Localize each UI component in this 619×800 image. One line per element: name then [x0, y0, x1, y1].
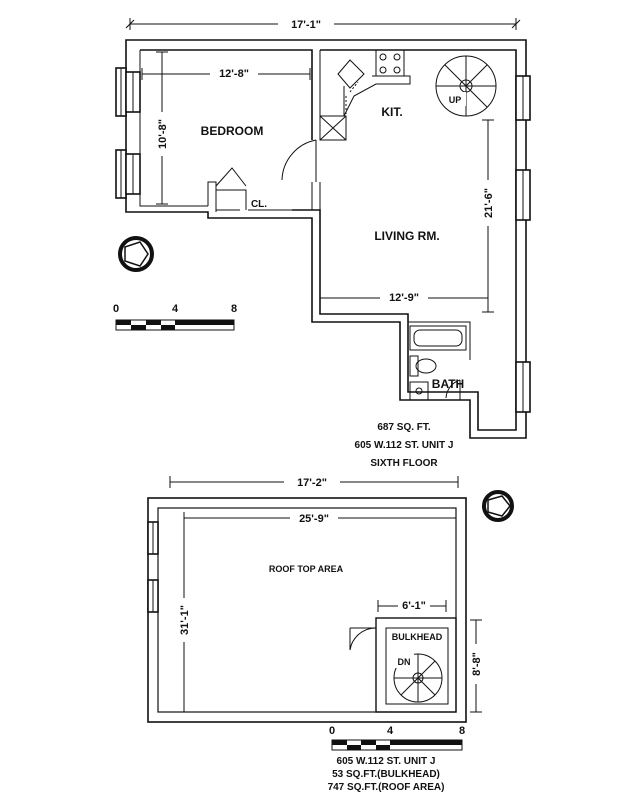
scale-bar-roof: 0 4 8 — [329, 725, 465, 751]
upper-address-text: 605 W.112 ST. UNIT J — [355, 440, 454, 451]
roof-top-area-label: ROOF TOP AREA — [269, 564, 344, 574]
scale-roof-4: 4 — [387, 725, 394, 737]
sixth-floor-plan: 17'-1" — [113, 16, 531, 469]
scale-upper-4: 4 — [172, 303, 179, 315]
bulkhead: BULKHEAD — [349, 617, 457, 713]
stove — [375, 49, 405, 77]
scale-bar-upper: 0 4 8 — [113, 303, 237, 331]
living-depth-label: 21'-6" — [483, 188, 495, 218]
bedroom-door — [281, 139, 317, 182]
stair-down-label: DN — [398, 657, 411, 667]
bath-window — [515, 361, 531, 413]
living-room-label: LIVING RM. — [374, 229, 439, 243]
bulkhead-width-dimension: 6'-1" — [377, 598, 447, 612]
bulkhead-label: BULKHEAD — [392, 632, 443, 642]
scale-upper-8: 8 — [231, 303, 237, 315]
overall-width-label: 17'-1" — [291, 19, 321, 31]
roof-inner-width-label: 25'-9" — [299, 513, 329, 525]
bathroom: BATH — [408, 321, 471, 401]
closet-door — [215, 167, 247, 187]
upper-floor-text: SIXTH FLOOR — [370, 458, 438, 469]
roof-north-arrow-icon — [482, 490, 514, 522]
living-width-dimension: 12'-9" — [319, 290, 489, 304]
bulkhead-depth-dimension: 8'-8" — [468, 619, 484, 713]
roof-overall-width-label: 17'-2" — [297, 477, 327, 489]
roof-area-text: 747 SQ.FT.(ROOF AREA) — [328, 782, 445, 793]
roof-bulkhead-area-text: 53 SQ.FT.(BULKHEAD) — [332, 769, 440, 780]
living-window-1 — [515, 75, 531, 121]
roof-window-upper — [147, 521, 159, 555]
upper-area-text: 687 SQ. FT. — [377, 422, 431, 433]
roof-depth-dimension: 31'-1" — [176, 518, 192, 713]
north-arrow-icon — [118, 236, 154, 272]
bedroom-window-lower — [115, 149, 141, 199]
roof-address-text: 605 W.112 ST. UNIT J — [337, 756, 436, 767]
roof-plan: 17'-2" 25'-9" 31'-1" ROOF TOP AREA — [147, 474, 514, 793]
kitchen-label: KIT. — [381, 105, 402, 119]
scale-roof-0: 0 — [329, 725, 335, 737]
stair-up-label: UP — [449, 95, 462, 105]
bulkhead-width-label: 6'-1" — [402, 600, 426, 612]
bulkhead-depth-label: 8'-8" — [471, 652, 483, 676]
spiral-stair-down: DN — [393, 653, 443, 703]
roof-inner-width-dimension: 25'-9" — [183, 510, 457, 525]
spiral-stair-up: UP — [435, 55, 497, 117]
bath-label: BATH — [432, 377, 464, 391]
bedroom-label: BEDROOM — [201, 124, 264, 138]
kitchen-counter — [319, 59, 411, 141]
scale-roof-8: 8 — [459, 725, 465, 737]
roof-window-lower — [147, 579, 159, 613]
living-depth-dimension: 21'-6" — [480, 119, 496, 313]
scale-upper-0: 0 — [113, 303, 119, 315]
living-width-label: 12'-9" — [389, 292, 419, 304]
overall-width-dimension: 17'-1" — [125, 16, 521, 31]
roof-overall-width-dimension: 17'-2" — [169, 474, 459, 489]
bedroom-width-label: 12'-8" — [219, 68, 249, 80]
roof-depth-label: 31'-1" — [179, 605, 191, 635]
bedroom-depth-dimension: 10'-8" — [155, 51, 169, 205]
bedroom-width-dimension: 12'-8" — [141, 66, 311, 80]
living-window-2 — [515, 169, 531, 221]
closet-label: CL. — [251, 199, 267, 210]
bedroom-depth-label: 10'-8" — [157, 119, 169, 149]
bedroom-window-upper — [115, 67, 141, 117]
